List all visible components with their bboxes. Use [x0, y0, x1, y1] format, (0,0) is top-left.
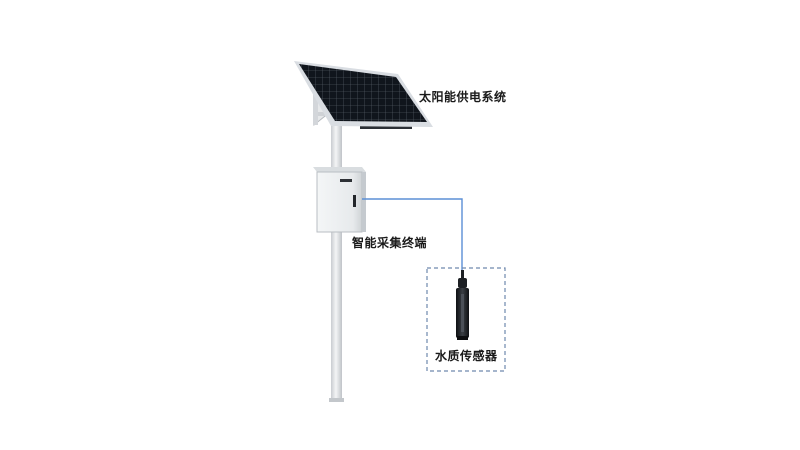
pole [329, 105, 344, 402]
terminal-cabinet-icon [313, 167, 366, 233]
water-sensor-probe-icon [456, 270, 469, 340]
connection-line [362, 198, 463, 270]
sensor-frame [426, 267, 506, 372]
water-quality-sensor-label: 水质传感器 [435, 349, 498, 363]
collection-terminal-label: 智能采集终端 [352, 236, 428, 250]
solar-power-system-label: 太阳能供电系统 [419, 90, 507, 104]
solar-panel-icon [294, 61, 433, 129]
